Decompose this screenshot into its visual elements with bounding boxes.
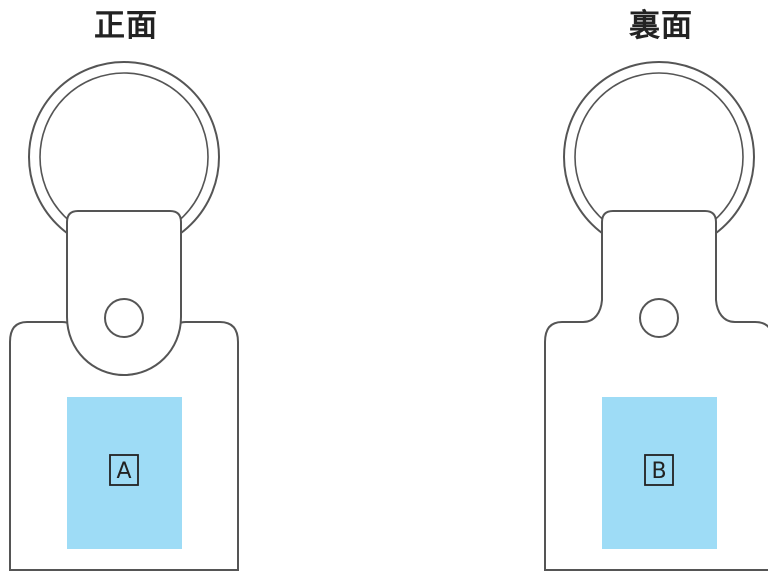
front-keychain-diagram: A <box>9 61 239 571</box>
front-view-title: 正面 <box>94 8 158 44</box>
back-view-title: 裏面 <box>629 8 693 44</box>
front-area-label: A <box>116 459 131 484</box>
back-area-label: B <box>651 459 666 484</box>
front-print-area <box>67 397 182 549</box>
back-print-area <box>602 397 717 549</box>
back-keychain-diagram: B <box>544 61 768 571</box>
keychain-strap <box>66 210 182 377</box>
front-label-frame <box>109 454 139 486</box>
back-label-frame <box>644 454 674 486</box>
strap-hole <box>104 298 144 338</box>
strap-hole <box>639 298 679 338</box>
